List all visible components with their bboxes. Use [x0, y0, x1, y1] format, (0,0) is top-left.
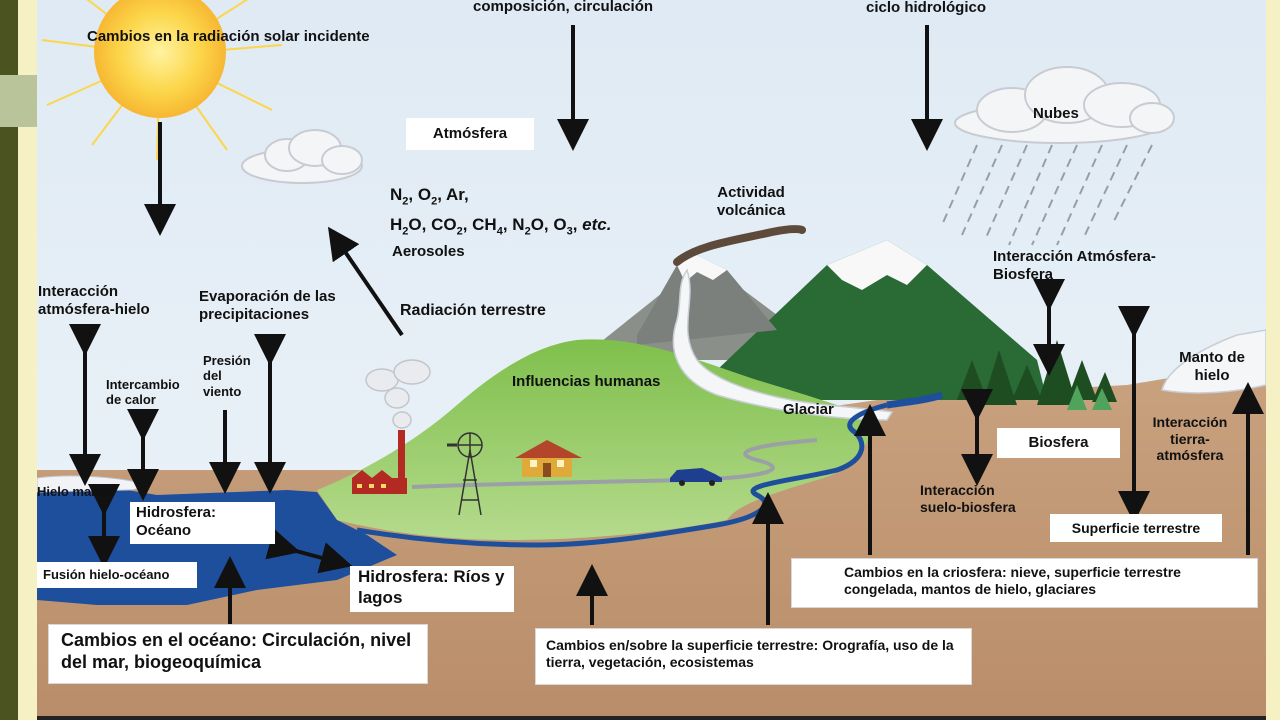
volcano-smoke — [673, 224, 806, 266]
label-biosphere: Biosfera — [997, 428, 1120, 458]
mountain-snowcap — [827, 240, 927, 290]
label-ice-ocean-melt: Fusión hielo-océano — [37, 562, 197, 588]
gas-formula-line2: H2O, CO2, CH4, N2O, O3, etc. — [390, 215, 612, 238]
slide-tab-marker — [0, 75, 37, 127]
label-glacier: Glaciar — [783, 401, 834, 418]
ice-sheet — [1161, 329, 1266, 394]
sun — [41, 0, 283, 161]
label-nubes: Nubes — [1033, 105, 1079, 122]
cloud-small — [241, 129, 363, 184]
label-land-atm-interaction: Interacción tierra-atmósfera — [1152, 414, 1228, 464]
factory-smoke — [365, 359, 431, 429]
slide-frame-left — [0, 0, 18, 720]
label-cryosphere-changes: Cambios en la criosfera: nieve, superfic… — [791, 558, 1258, 608]
label-sun-radiation: Cambios en la radiación solar incidente — [87, 28, 370, 45]
label-hydrosphere-ocean: Hidrosfera: Océano — [130, 502, 275, 544]
label-human-influences: Influencias humanas — [512, 373, 661, 390]
cloud-nubes — [954, 66, 1175, 144]
volcano — [637, 255, 777, 345]
label-soil-biosphere: Interacción suelo-biosfera — [920, 482, 1016, 515]
windmill — [447, 432, 483, 516]
label-atmosfera: Atmósfera — [406, 118, 534, 150]
label-atm-biosphere: Interacción Atmósfera-Biosfera — [993, 248, 1156, 283]
car — [670, 468, 722, 486]
arrows — [69, 25, 1264, 625]
label-sea-ice: Hielo marino — [37, 484, 116, 499]
label-evaporation: Evaporación de las precipitaciones — [199, 288, 336, 323]
label-hydro-cycle: ciclo hidrológico — [866, 0, 987, 16]
label-land-surface: Superficie terrestre — [1050, 514, 1222, 542]
factory — [352, 430, 407, 494]
gas-formula-line1: N2, O2, Ar, — [390, 185, 469, 208]
label-ocean-changes: Cambios en el océano: Circulación, nivel… — [48, 624, 428, 684]
glacier — [672, 268, 894, 421]
mountain-green — [717, 240, 1047, 400]
road — [411, 438, 818, 489]
slide-frame-inner — [18, 0, 37, 720]
label-composition: composición, circulación — [473, 0, 654, 15]
label-aerosoles: Aerosoles — [392, 243, 465, 260]
label-volcanic-activity: Actividad volcánica — [716, 184, 786, 219]
label-hydrosphere-rivers: Hidrosfera: Ríos y lagos — [350, 566, 514, 612]
label-wind-pressure: Presión del viento — [203, 353, 251, 399]
label-heat-exchange: Intercambio de calor — [106, 377, 180, 408]
label-atm-ice-interaction: Interacción atmósfera-hielo — [38, 283, 150, 318]
label-ice-sheet: Manto de hielo — [1179, 349, 1245, 384]
label-terrestrial-radiation: Radiación terrestre — [400, 302, 546, 319]
rain — [941, 144, 1153, 246]
slide-frame-right — [1266, 0, 1280, 720]
label-land-surface-changes: Cambios en/sobre la superficie terrestre… — [535, 628, 972, 685]
house — [515, 440, 582, 477]
